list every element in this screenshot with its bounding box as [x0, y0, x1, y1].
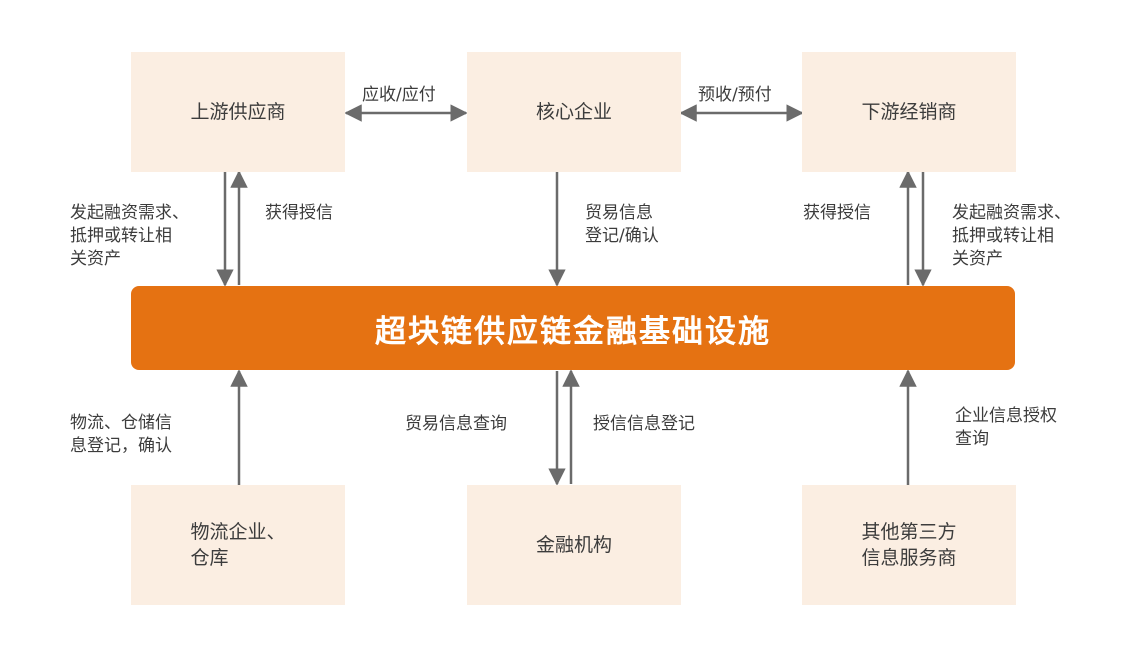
label-auth-query: 企业信息授权 查询: [955, 406, 1057, 449]
thirdparty-label-line1: 其他第三方: [861, 521, 957, 543]
platform-title: 超块链供应链金融基础设施: [375, 313, 771, 350]
label-downstream-request: 发起融资需求、 抵押或转让相 关资产: [952, 203, 1071, 269]
logistics-label-line1: 物流企业、: [190, 521, 286, 543]
label-credit-register: 授信信息登记: [593, 414, 695, 434]
label-logistics-info: 物流、仓储信 息登记，确认: [70, 413, 172, 456]
logistics-label-line2: 仓库: [190, 547, 229, 569]
label-upstream-request: 发起融资需求、 抵押或转让相 关资产: [70, 203, 189, 269]
finance-label: 金融机构: [535, 534, 612, 556]
logistics-box: 物流企业、 仓库: [131, 485, 345, 605]
label-trade-query: 贸易信息查询: [405, 414, 507, 434]
label-trade-register: 贸易信息 登记/确认: [585, 203, 659, 246]
upstream-supplier-box: 上游供应商: [131, 52, 345, 172]
thirdparty-label-line2: 信息服务商: [861, 547, 957, 569]
finance-box: 金融机构: [467, 485, 681, 605]
core-enterprise-box: 核心企业: [467, 52, 681, 172]
core-enterprise-label: 核心企业: [535, 101, 612, 123]
downstream-dealer-label: 下游经销商: [861, 101, 957, 123]
thirdparty-box: 其他第三方 信息服务商: [802, 485, 1016, 605]
label-prereceive-prepay: 预收/预付: [698, 85, 772, 105]
label-downstream-credit: 获得授信: [803, 203, 871, 223]
downstream-dealer-box: 下游经销商: [802, 52, 1016, 172]
upstream-supplier-label: 上游供应商: [190, 101, 286, 123]
label-upstream-credit: 获得授信: [265, 203, 333, 223]
label-receivable-payable: 应收/应付: [362, 85, 436, 105]
platform-bar: 超块链供应链金融基础设施: [131, 286, 1015, 370]
